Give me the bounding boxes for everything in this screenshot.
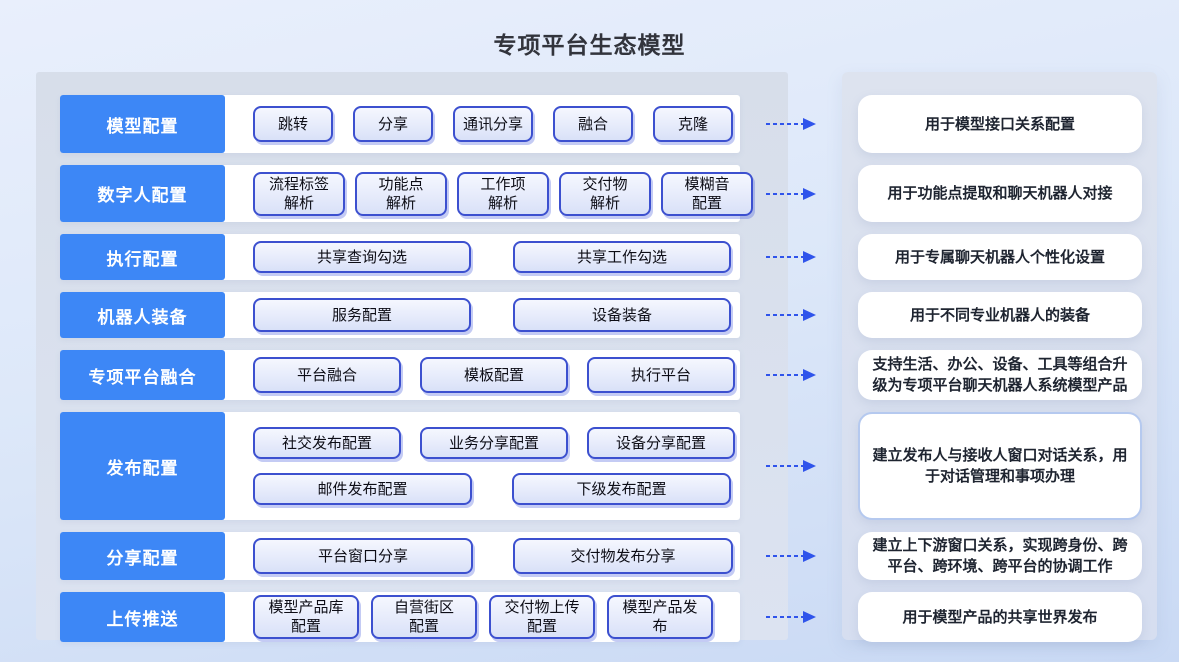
row-node-group: 发布配置社交发布配置业务分享配置设备分享配置邮件发布配置下级发布配置 [60, 412, 740, 520]
node-chip: 共享查询勾选 [253, 241, 471, 273]
flow-arrow-icon [766, 187, 816, 200]
node-chip: 模型产品发 布 [607, 595, 713, 639]
category-label: 分享配置 [60, 532, 225, 580]
node-chip: 设备分享配置 [587, 427, 735, 459]
node-chip: 跳转 [253, 106, 333, 142]
node-button-row: 模型产品库 配置自营街区 配置交付物上传 配置模型产品发 布 [253, 595, 732, 639]
flow-arrow-icon [766, 118, 816, 130]
node-button-row: 平台窗口分享 交付物发布分享 [253, 538, 733, 574]
node-chip: 模板配置 [420, 357, 568, 393]
node-chip: 交付物上传 配置 [489, 595, 595, 639]
node-button-row: 共享查询勾选 共享工作勾选 [253, 241, 732, 273]
node-chip: 自营街区 配置 [371, 595, 477, 639]
arrow-zone [740, 234, 842, 280]
arrow-zone [740, 532, 842, 580]
diagram-row: 执行配置共享查询勾选 共享工作勾选 用于专属聊天机器人个性化设置 [60, 234, 1142, 280]
description-card: 建立上下游窗口关系，实现跨身份、跨平台、跨环境、跨平台的协调工作 [858, 532, 1142, 580]
row-node-group: 机器人装备服务配置 设备装备 [60, 292, 740, 338]
node-chip: 执行平台 [587, 357, 735, 393]
node-chip: 下级发布配置 [512, 473, 731, 505]
node-button-area: 跳转分享通讯分享融合克隆 [225, 95, 741, 153]
node-button-row: 流程标签 解析功能点 解析工作项 解析交付物 解析模糊音 配置 [253, 171, 753, 216]
node-chip: 共享工作勾选 [513, 241, 731, 273]
row-node-group: 数字人配置流程标签 解析功能点 解析工作项 解析交付物 解析模糊音 配置 [60, 165, 753, 222]
node-chip: 服务配置 [253, 298, 471, 332]
description-card: 支持生活、办公、设备、工具等组合升级为专项平台聊天机器人系统模型产品 [858, 350, 1142, 400]
page-title: 专项平台生态模型 [493, 32, 686, 58]
node-button-area: 社交发布配置业务分享配置设备分享配置邮件发布配置下级发布配置 [225, 412, 743, 520]
node-chip: 交付物发布分享 [513, 538, 733, 574]
node-chip: 业务分享配置 [420, 427, 568, 459]
category-label: 执行配置 [60, 234, 225, 280]
category-label: 发布配置 [60, 412, 225, 520]
description-card: 用于模型接口关系配置 [858, 95, 1142, 153]
node-chip: 克隆 [653, 106, 733, 142]
node-chip: 模型产品库 配置 [253, 595, 359, 639]
node-chip: 工作项 解析 [457, 171, 549, 216]
description-card: 用于模型产品的共享世界发布 [858, 592, 1142, 642]
node-chip: 流程标签 解析 [253, 171, 345, 216]
row-node-group: 执行配置共享查询勾选 共享工作勾选 [60, 234, 740, 280]
diagram-row: 发布配置社交发布配置业务分享配置设备分享配置邮件发布配置下级发布配置建立发布人与… [60, 412, 1142, 520]
node-button-area: 服务配置 设备装备 [225, 292, 740, 338]
diagram-row: 专项平台融合平台融合模板配置执行平台 支持生活、办公、设备、工具等组合升级为专项平… [60, 350, 1142, 400]
arrow-zone [740, 95, 842, 153]
arrow-zone [740, 412, 842, 520]
row-node-group: 专项平台融合平台融合模板配置执行平台 [60, 350, 740, 400]
node-button-area: 模型产品库 配置自营街区 配置交付物上传 配置模型产品发 布 [225, 592, 740, 642]
diagram-row: 数字人配置流程标签 解析功能点 解析工作项 解析交付物 解析模糊音 配置 用于功能… [60, 165, 1142, 222]
node-button-row: 跳转分享通讯分享融合克隆 [253, 106, 733, 142]
node-chip: 平台融合 [253, 357, 401, 393]
arrow-zone [740, 592, 842, 642]
row-node-group: 上传推送模型产品库 配置自营街区 配置交付物上传 配置模型产品发 布 [60, 592, 740, 642]
diagram-rows: 模型配置跳转分享通讯分享融合克隆 用于模型接口关系配置数字人配置流程标签 解析功能… [60, 95, 1142, 642]
diagram-row: 机器人装备服务配置 设备装备 用于不同专业机器人的装备 [60, 292, 1142, 338]
node-button-area: 平台窗口分享 交付物发布分享 [225, 532, 741, 580]
node-button-area: 流程标签 解析功能点 解析工作项 解析交付物 解析模糊音 配置 [225, 165, 761, 222]
flow-arrow-icon [766, 251, 816, 263]
description-card: 建立发布人与接收人窗口对话关系，用于对话管理和事项办理 [858, 412, 1142, 520]
diagram-row: 上传推送模型产品库 配置自营街区 配置交付物上传 配置模型产品发 布 用于模型产品… [60, 592, 1142, 642]
node-chip: 平台窗口分享 [253, 538, 473, 574]
row-node-group: 模型配置跳转分享通讯分享融合克隆 [60, 95, 740, 153]
node-chip: 模糊音 配置 [661, 171, 753, 216]
category-label: 机器人装备 [60, 292, 225, 338]
node-chip: 社交发布配置 [253, 427, 401, 459]
flow-arrow-icon [766, 550, 816, 562]
description-card: 用于功能点提取和聊天机器人对接 [858, 165, 1142, 222]
node-chip: 融合 [553, 106, 633, 142]
flow-arrow-icon [766, 309, 816, 321]
arrow-zone [740, 292, 842, 338]
node-button-row: 邮件发布配置 下级发布配置 [253, 473, 735, 505]
node-chip: 交付物 解析 [559, 171, 651, 216]
description-card: 用于不同专业机器人的装备 [858, 292, 1142, 338]
category-label: 模型配置 [60, 95, 225, 153]
description-card: 用于专属聊天机器人个性化设置 [858, 234, 1142, 280]
flow-arrow-icon [766, 460, 816, 472]
diagram-row: 分享配置平台窗口分享 交付物发布分享 建立上下游窗口关系，实现跨身份、跨平台、跨环境… [60, 532, 1142, 580]
node-button-row: 平台融合模板配置执行平台 [253, 357, 735, 393]
node-button-area: 平台融合模板配置执行平台 [225, 350, 743, 400]
flow-arrow-icon [766, 611, 816, 623]
arrow-zone [740, 165, 842, 222]
diagram-row: 模型配置跳转分享通讯分享融合克隆 用于模型接口关系配置 [60, 95, 1142, 153]
node-chip: 通讯分享 [453, 106, 533, 142]
flow-arrow-icon [766, 369, 816, 381]
category-label: 专项平台融合 [60, 350, 225, 400]
node-chip: 邮件发布配置 [253, 473, 472, 505]
node-chip: 功能点 解析 [355, 171, 447, 216]
node-button-row: 服务配置 设备装备 [253, 298, 732, 332]
node-button-row: 社交发布配置业务分享配置设备分享配置 [253, 427, 735, 459]
node-button-area: 共享查询勾选 共享工作勾选 [225, 234, 740, 280]
arrow-zone [740, 350, 842, 400]
node-chip: 设备装备 [513, 298, 731, 332]
category-label: 数字人配置 [60, 165, 225, 222]
node-chip: 分享 [353, 106, 433, 142]
row-node-group: 分享配置平台窗口分享 交付物发布分享 [60, 532, 740, 580]
category-label: 上传推送 [60, 592, 225, 642]
